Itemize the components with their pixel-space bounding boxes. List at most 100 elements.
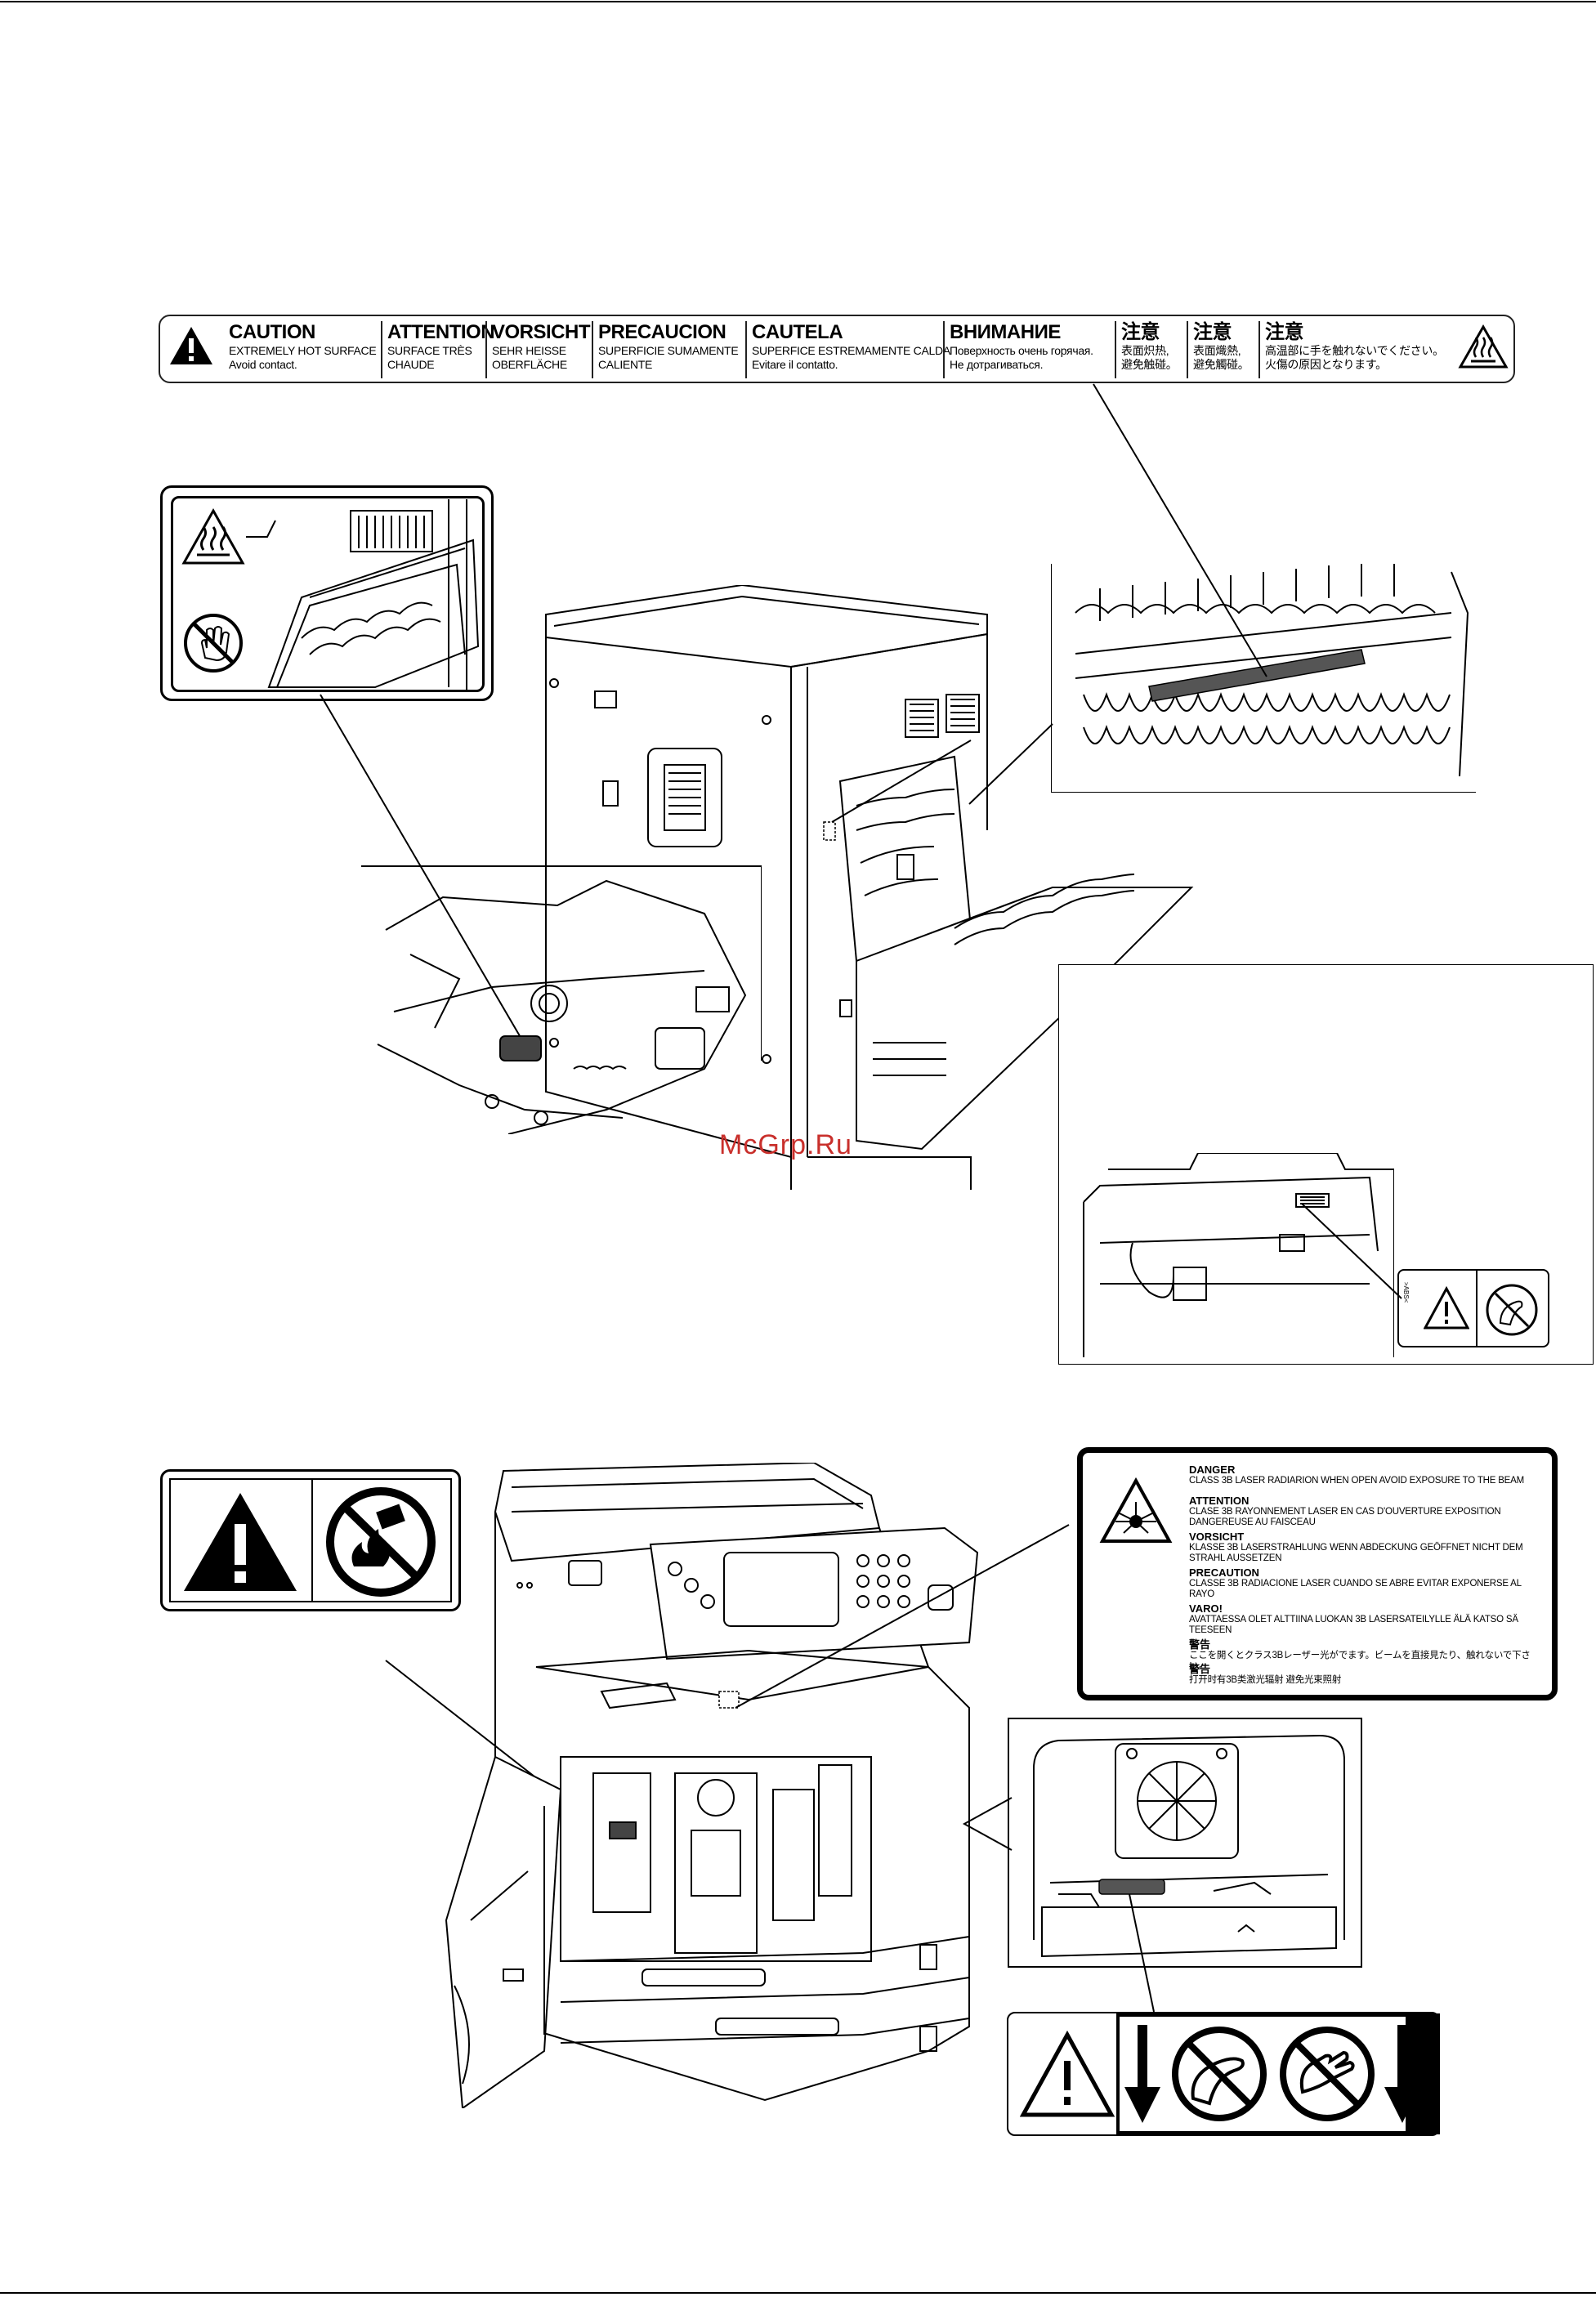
caution-text-line: Не дотрагиваться.: [950, 358, 1044, 371]
warning-triangle-icon: [170, 327, 212, 364]
fuser-hot-label-detail: [160, 485, 494, 701]
abs-mark-text: >ABS<: [1402, 1282, 1410, 1303]
caution-text-line: SUPERFICIE SUMAMENTE: [598, 344, 739, 357]
caution-text-line: OBERFLÄCHE: [492, 358, 567, 371]
caution-text-line: EXTREMELY HOT SURFACE: [229, 344, 377, 357]
caution-column-de: VORSICHT SEHR HEISSE OBERFLÄCHE: [485, 321, 592, 378]
caution-heading: CAUTION: [229, 321, 315, 343]
fuser-unit-illustration: [267, 499, 480, 692]
caution-heading: ATTENTION: [387, 321, 495, 343]
caution-sticker-position: [1148, 649, 1366, 702]
caution-heading: 注意: [1265, 321, 1304, 343]
caution-column-es: PRECAUCION SUPERFICIE SUMAMENTE CALIENTE: [592, 321, 745, 378]
leader-line: [735, 1524, 1070, 1709]
caution-heading: ВНИМАНИЕ: [950, 321, 1061, 343]
laser-heading: PRECAUTION: [1189, 1566, 1259, 1579]
laser-block: ATTENTION CLASE 3B RAYONNEMENT LASER EN …: [1189, 1495, 1549, 1528]
caution-text-line: SUPERFICE ESTREMAMENTE CALDA: [752, 344, 950, 357]
abs-no-touch-label: >ABS<: [1007, 2012, 1440, 2136]
laser-warning-icon: [1099, 1477, 1173, 1543]
caution-text-line: 表面炽热,: [1121, 344, 1169, 357]
caution-column-ru: ВНИМАНИЕ Поверхность очень горячая. Не д…: [943, 321, 1115, 378]
caution-text-line: 避免觸碰。: [1193, 358, 1250, 371]
fuser-roller-detail: [1051, 564, 1476, 793]
laser-text: CLASE 3B RAYONNEMENT LASER EN CAS D'OUVE…: [1189, 1507, 1501, 1527]
laser-block: DANGER CLASS 3B LASER RADIARION WHEN OPE…: [1189, 1464, 1549, 1486]
laser-text: AVATTAESSA OLET ALTTIINA LUOKAN 3B LASER…: [1189, 1615, 1518, 1635]
down-arrow-icon: [1384, 2025, 1420, 2123]
laser-text: CLASSE 3B RADIACIONE LASER CUANDO SE ABR…: [1189, 1579, 1522, 1599]
laser-block: VORSICHT KLASSE 3B LASERSTRAHLUNG WENN A…: [1189, 1531, 1549, 1564]
hot-surface-icon: [1458, 324, 1509, 369]
caution-heading: 注意: [1121, 321, 1160, 343]
no-finger-touch-icon: [1486, 1284, 1538, 1336]
laser-heading: VARO!: [1189, 1602, 1223, 1615]
caution-text-line: CHAUDE: [387, 358, 435, 371]
caution-column-ja: 注意 高温部に手を触れないでください。 火傷の原因となります。: [1258, 321, 1451, 378]
laser-block: VARO! AVATTAESSA OLET ALTTIINA LUOKAN 3B…: [1189, 1603, 1549, 1636]
no-fire-caution-label: [160, 1469, 461, 1611]
no-touch-icon: [184, 614, 243, 673]
copier-front-door-open-illustration: [445, 1463, 979, 2108]
laser-text: ここを開くとクラス3Bレーザー光がでます。ビームを直接見たり、触れないで下さい。: [1189, 1651, 1531, 1671]
laser-block: 警告 ここを開くとクラス3Bレーザー光がでます。ビームを直接見たり、触れないで下…: [1189, 1639, 1549, 1672]
caution-text-line: Avoid contact.: [229, 358, 297, 371]
caution-text-line: CALIENTE: [598, 358, 653, 371]
watermark: McGrp.Ru: [719, 1129, 852, 1160]
leader-line: [1093, 383, 1267, 677]
caution-heading: CAUTELA: [752, 321, 843, 343]
caution-text-line: 表面熾熱,: [1193, 344, 1241, 357]
laser-heading: VORSICHT: [1189, 1531, 1245, 1543]
caution-sticker-position: [1098, 1879, 1165, 1895]
no-hand-touch-icon: [1280, 2027, 1375, 2121]
leader-line: [962, 1797, 1013, 1851]
no-fire-icon: [326, 1487, 436, 1597]
no-finger-touch-icon: [1172, 2027, 1267, 2121]
laser-block: 警告 打开时有3B类激光辐射 避免光束照射: [1189, 1664, 1549, 1686]
top-rule: [0, 1, 1596, 2]
laser-radiation-warning-label: DANGER CLASS 3B LASER RADIARION WHEN OPE…: [1077, 1447, 1558, 1700]
callout-line: [246, 520, 276, 538]
abs-mark-text: >ABS<: [1412, 2025, 1425, 2062]
caution-column-zh-cn: 注意 表面炽热, 避免触碰。: [1115, 321, 1187, 378]
laser-heading: 警告: [1189, 1638, 1211, 1651]
caution-text-line: 火傷の原因となります。: [1265, 358, 1387, 371]
caution-column-fr: ATTENTION SURFACE TRÈS CHAUDE: [381, 321, 495, 378]
warning-triangle-icon: [1020, 2030, 1115, 2117]
leader-line: [1129, 1893, 1155, 2013]
laser-heading: DANGER: [1189, 1464, 1236, 1476]
leader-line: [320, 694, 525, 1045]
caution-column-zh-tw: 注意 表面熾熱, 避免觸碰。: [1187, 321, 1258, 378]
hot-surface-icon: [181, 507, 245, 565]
leader-line: [968, 723, 1053, 805]
inner-bay-detail: [1008, 1718, 1362, 1968]
fuser-inner-detail: [361, 865, 762, 1134]
caution-text-line: SEHR HEISSE: [492, 344, 566, 357]
laser-text: CLASS 3B LASER RADIARION WHEN OPEN AVOID…: [1189, 1476, 1525, 1486]
caution-column-en: CAUTION EXTREMELY HOT SURFACE Avoid cont…: [224, 321, 379, 378]
laser-heading: ATTENTION: [1189, 1495, 1250, 1507]
laser-block: PRECAUTION CLASSE 3B RADIACIONE LASER CU…: [1189, 1567, 1549, 1600]
down-arrow-icon: [1124, 2025, 1160, 2123]
printer-rear-illustration: [1083, 1153, 1394, 1357]
caution-sticker-position: [499, 1035, 542, 1061]
leader-line: [1301, 1203, 1402, 1299]
abs-caution-label: >ABS<: [1397, 1269, 1549, 1347]
printer-side-door-open-illustration: [545, 585, 1194, 1190]
laser-text: 打开时有3B类激光辐射 避免光束照射: [1189, 1675, 1342, 1685]
warning-triangle-icon: [184, 1493, 297, 1591]
caution-heading: 注意: [1193, 321, 1232, 343]
laser-heading: 警告: [1189, 1663, 1211, 1675]
caution-heading: PRECAUCION: [598, 321, 726, 343]
hot-surface-caution-label: CAUTION EXTREMELY HOT SURFACE Avoid cont…: [159, 315, 1515, 383]
bottom-rule: [0, 2292, 1596, 2294]
caution-text-line: Поверхность очень горячая.: [950, 344, 1093, 357]
rear-label-detail: >ABS<: [1058, 964, 1594, 1365]
caution-column-it: CAUTELA SUPERFICE ESTREMAMENTE CALDA Evi…: [745, 321, 950, 378]
caution-text-line: 避免触碰。: [1121, 358, 1178, 371]
caution-text-line: SURFACE TRÈS: [387, 344, 472, 357]
caution-heading: VORSICHT: [492, 321, 591, 343]
laser-text: KLASSE 3B LASERSTRAHLUNG WENN ABDECKUNG …: [1189, 1543, 1523, 1563]
warning-triangle-icon: [1424, 1285, 1469, 1329]
caution-text-line: Evitare il contatto.: [752, 358, 838, 371]
